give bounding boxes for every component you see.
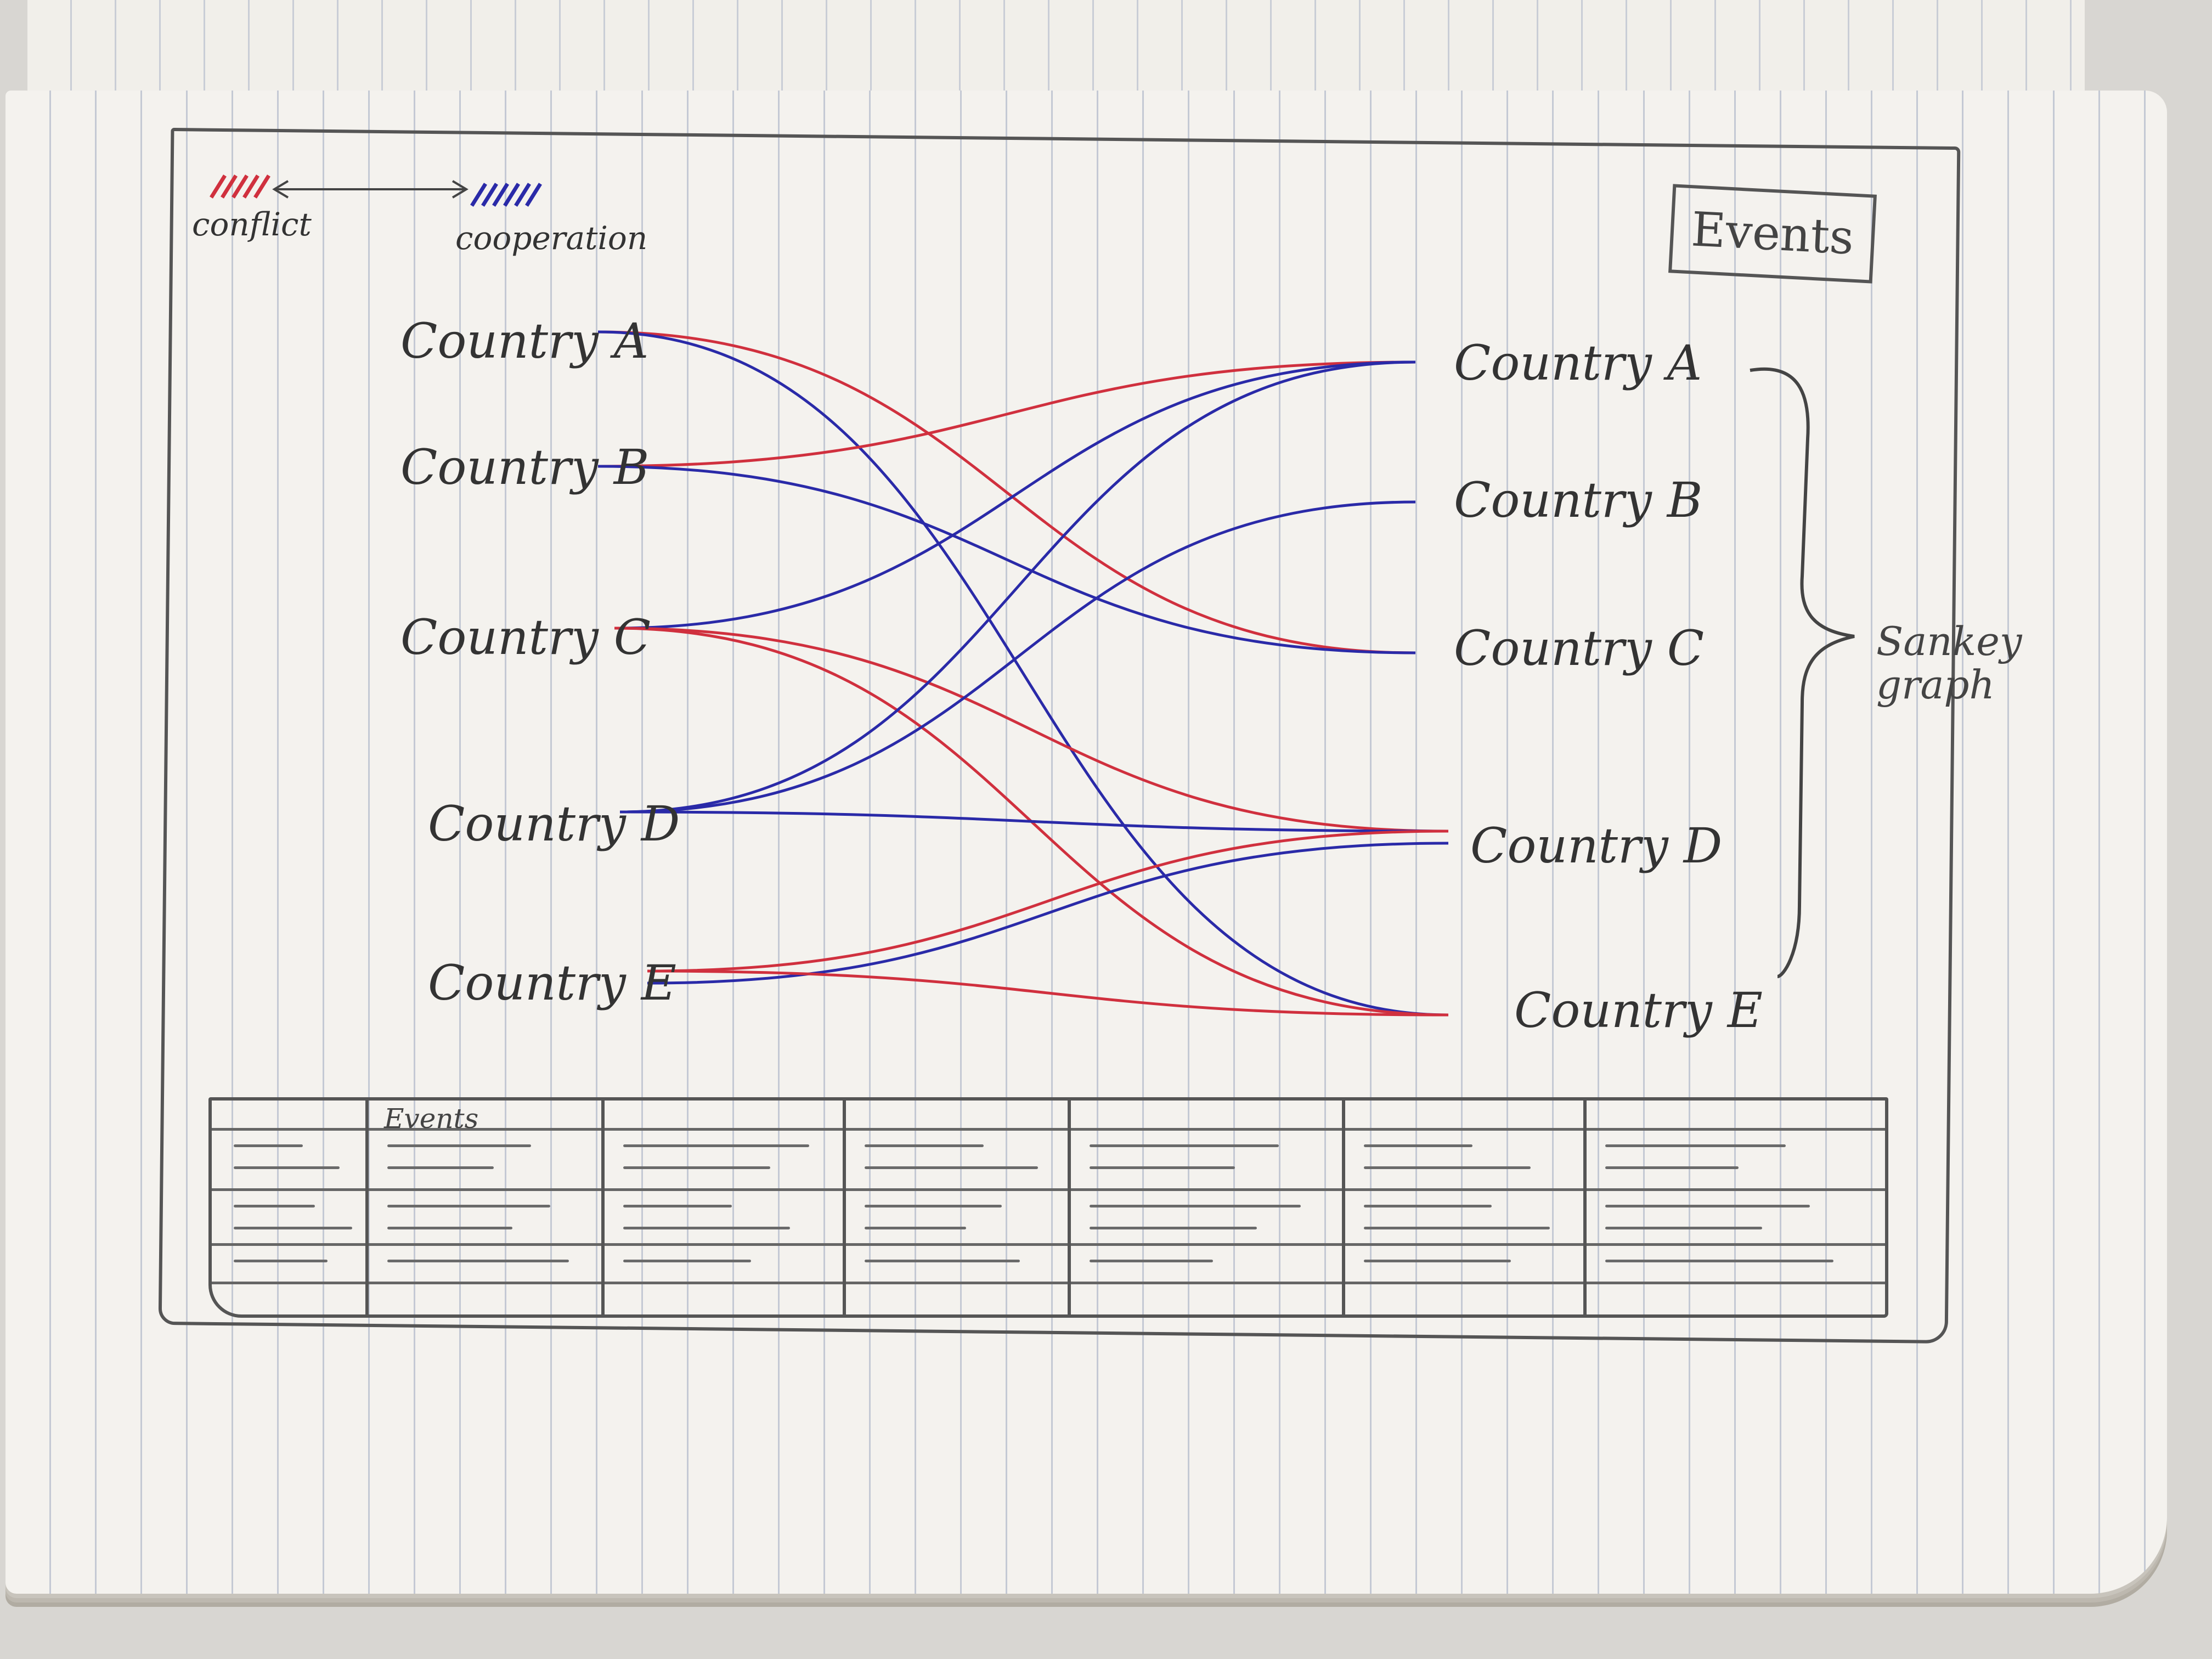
- table-cell-scribble: [1090, 1260, 1213, 1262]
- table-column-divider: [365, 1101, 369, 1314]
- table-column-divider: [843, 1101, 846, 1314]
- notebook-page: [5, 91, 2167, 1594]
- sankey-link-cooperation[interactable]: [619, 500, 1416, 814]
- source-node-b[interactable]: Country B: [400, 439, 650, 495]
- legend-arrow: [272, 180, 469, 199]
- table-cell-scribble: [865, 1205, 1002, 1207]
- table-cell-scribble: [1364, 1205, 1492, 1207]
- table-cell-scribble: [1090, 1166, 1235, 1169]
- target-node-a[interactable]: Country A: [1454, 335, 1702, 391]
- table-cell-scribble: [234, 1166, 340, 1169]
- table-cell-scribble: [1364, 1260, 1511, 1262]
- table-column-divider: [1583, 1101, 1587, 1314]
- table-cell-scribble: [234, 1227, 352, 1229]
- table-cell-scribble: [234, 1205, 315, 1207]
- table-header-line: [212, 1128, 1885, 1131]
- table-cell-scribble: [387, 1205, 550, 1207]
- legend-cooperation-label: cooperation: [455, 219, 648, 257]
- table-cell-scribble: [387, 1227, 512, 1229]
- table-cell-scribble: [623, 1227, 790, 1229]
- background-notebook-page: [27, 0, 2085, 106]
- table-cell-scribble: [1364, 1166, 1531, 1169]
- events-table-tab[interactable]: Events: [384, 1103, 478, 1135]
- sankey-link-conflict[interactable]: [597, 330, 1416, 654]
- table-cell-scribble: [865, 1260, 1020, 1262]
- conflict-swatch: [210, 174, 270, 199]
- table-cell-scribble: [1605, 1144, 1786, 1147]
- table-cell-scribble: [623, 1166, 771, 1169]
- table-row-line: [212, 1188, 1885, 1191]
- table-cell-scribble: [623, 1144, 809, 1147]
- table-cell-scribble: [387, 1260, 569, 1262]
- cooperation-swatch: [470, 183, 542, 207]
- target-node-c[interactable]: Country C: [1454, 620, 1705, 676]
- sankey-link-conflict[interactable]: [597, 360, 1416, 468]
- target-node-e[interactable]: Country E: [1514, 982, 1763, 1039]
- table-cell-scribble: [1364, 1227, 1550, 1229]
- events-table-tab-label: Events: [384, 1103, 479, 1135]
- table-cell-scribble: [234, 1260, 328, 1262]
- table-cell-scribble: [1090, 1227, 1257, 1229]
- events-table: [208, 1097, 1888, 1318]
- table-column-divider: [1342, 1101, 1345, 1314]
- source-node-c[interactable]: Country C: [400, 609, 651, 665]
- table-cell-scribble: [623, 1260, 752, 1262]
- sankey-link-conflict[interactable]: [614, 627, 1449, 833]
- legend-conflict-label: conflict: [192, 206, 312, 243]
- target-node-b[interactable]: Country B: [1454, 472, 1703, 528]
- source-node-e[interactable]: Country E: [428, 955, 677, 1011]
- sankey-link-cooperation[interactable]: [619, 810, 1449, 833]
- table-column-divider: [1068, 1101, 1071, 1314]
- source-node-a[interactable]: Country A: [400, 313, 649, 369]
- table-cell-scribble: [1090, 1205, 1301, 1207]
- table-row-line: [212, 1243, 1885, 1246]
- table-column-divider: [601, 1101, 605, 1314]
- sankey-link-conflict[interactable]: [647, 830, 1449, 973]
- table-cell-scribble: [865, 1166, 1038, 1169]
- table-cell-scribble: [623, 1205, 732, 1207]
- table-cell-scribble: [1605, 1260, 1833, 1262]
- table-cell-scribble: [387, 1166, 494, 1169]
- sankey-graph-annotation: Sankey graph: [1876, 618, 2022, 708]
- table-cell-scribble: [234, 1144, 303, 1147]
- sankey-link-cooperation[interactable]: [597, 330, 1449, 1017]
- table-cell-scribble: [387, 1144, 532, 1147]
- sankey-link-conflict[interactable]: [647, 969, 1449, 1017]
- table-row-line: [212, 1282, 1885, 1284]
- table-cell-scribble: [1364, 1144, 1472, 1147]
- sankey-link-cooperation[interactable]: [619, 360, 1416, 814]
- table-cell-scribble: [1605, 1227, 1763, 1229]
- table-cell-scribble: [1605, 1205, 1810, 1207]
- target-node-d[interactable]: Country D: [1470, 817, 1723, 874]
- source-node-d[interactable]: Country D: [428, 795, 680, 852]
- table-cell-scribble: [1605, 1166, 1739, 1169]
- table-cell-scribble: [865, 1227, 966, 1229]
- sankey-link-cooperation[interactable]: [597, 465, 1416, 654]
- table-cell-scribble: [1090, 1144, 1279, 1147]
- table-cell-scribble: [865, 1144, 984, 1147]
- sankey-link-cooperation[interactable]: [614, 360, 1416, 630]
